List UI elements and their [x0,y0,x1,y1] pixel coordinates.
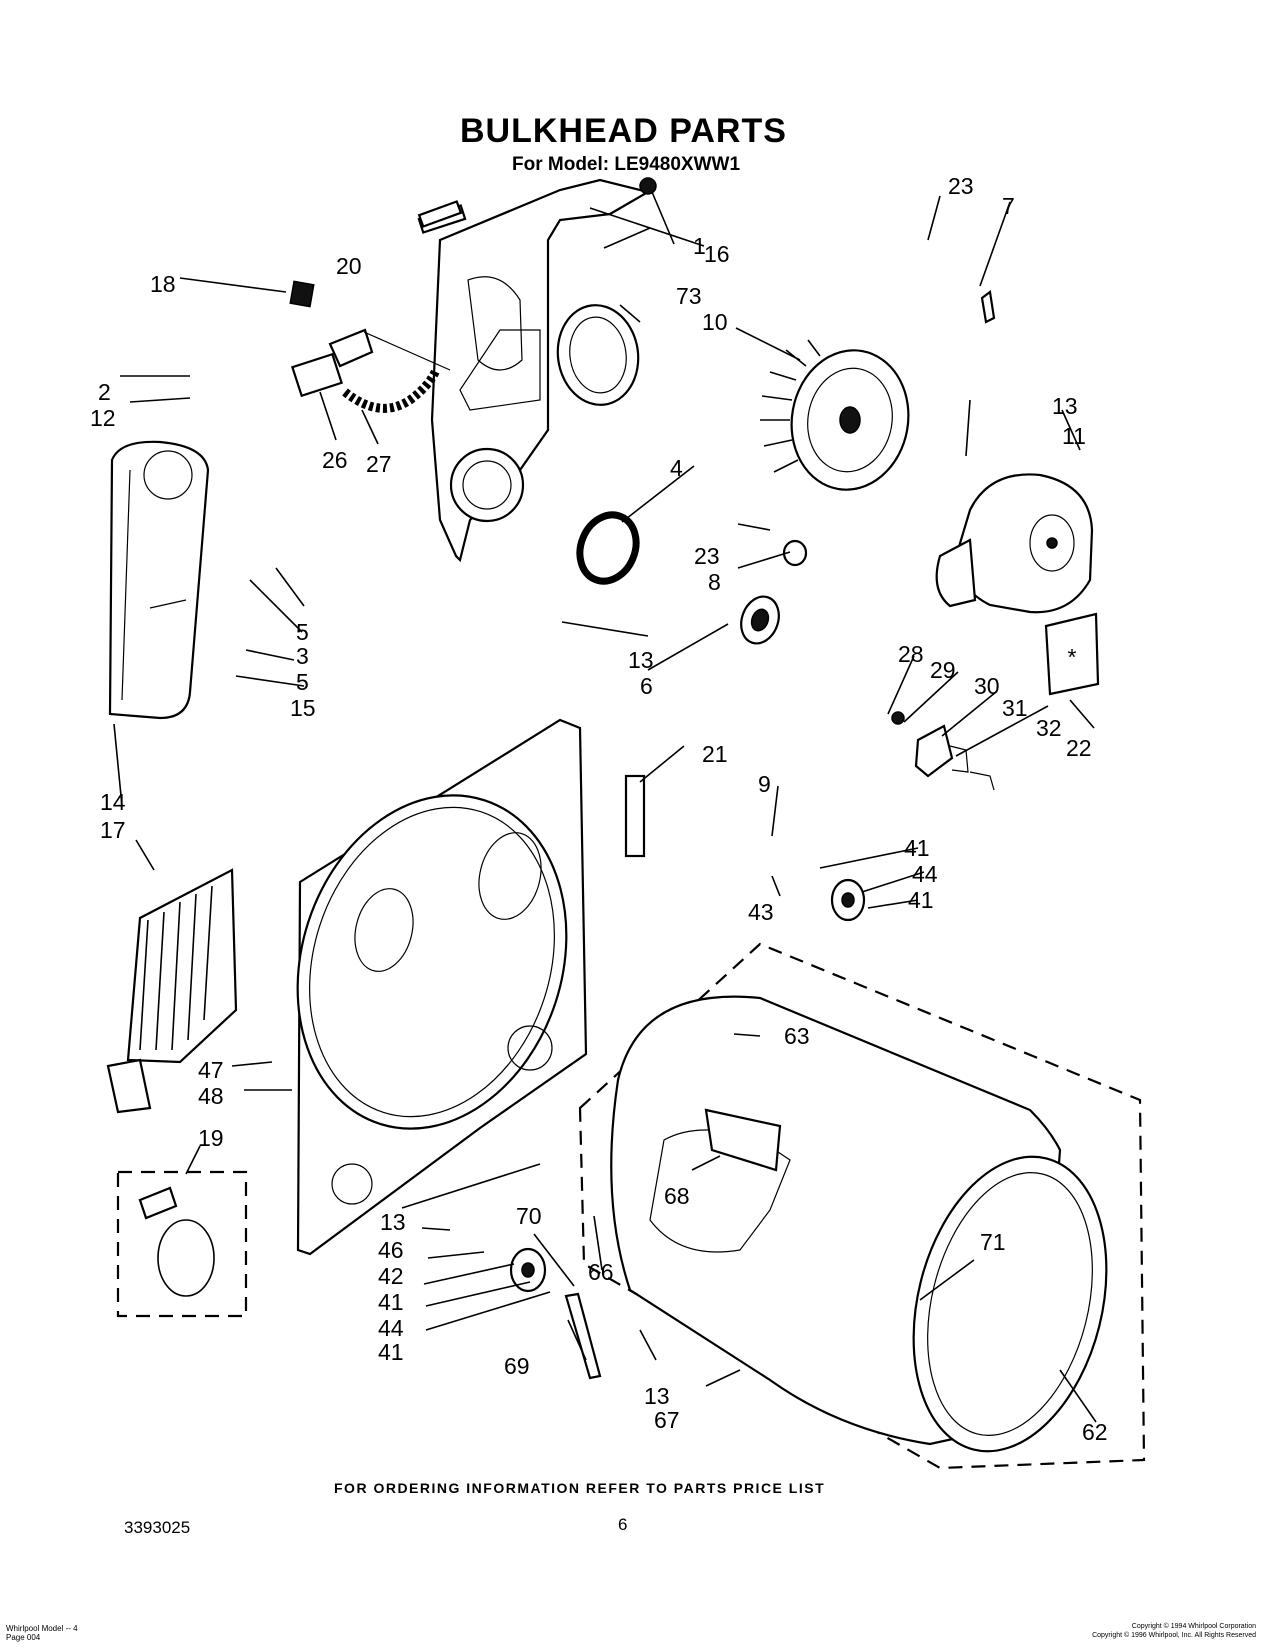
callout-13-middle: 13 [628,647,654,673]
callout-26: 26 [322,447,348,473]
callout-66: 66 [588,1259,614,1285]
callout-41-lower-a: 41 [378,1289,404,1315]
callout-70: 70 [516,1203,542,1229]
callout-17: 17 [100,817,126,843]
callout-13-bottom: 13 [644,1383,670,1409]
callout-67: 67 [654,1407,680,1433]
callout-10: 10 [702,309,728,335]
callout-73: 73 [676,283,702,309]
svg-text:*: * [1068,644,1077,670]
callout-2: 2 [98,379,111,405]
leader-lines [113,191,1097,1423]
bracket-20 [417,200,463,228]
callout-31: 31 [1002,695,1028,721]
seal-ring-73 [556,304,640,406]
callout-47: 47 [198,1057,224,1083]
roller-44-upper [830,878,866,922]
page-number: 6 [618,1515,628,1534]
lint-screen-21 [624,774,646,858]
callout-21: 21 [702,741,728,767]
heater-17 [106,868,238,1114]
callout-20: 20 [336,253,362,279]
callout-7: 7 [1002,193,1015,219]
callout-8: 8 [708,569,721,595]
callout-41-upper-a: 41 [904,835,930,861]
callout-69: 69 [504,1353,530,1379]
callout-23-top: 23 [948,173,974,199]
callout-48: 48 [198,1083,224,1109]
screw-16 [639,177,657,195]
blower-wheel-10 [760,339,910,491]
label-22 [1044,612,1100,696]
roller-44-lower [509,1247,547,1293]
ordering-note: FOR ORDERING INFORMATION REFER TO PARTS … [334,1480,826,1496]
wire-kit-19 [116,1170,248,1318]
callout-28: 28 [898,641,924,667]
callout-19: 19 [198,1125,224,1151]
callout-29: 29 [930,657,956,683]
callout-32: 32 [1036,715,1062,741]
callout-42: 42 [378,1263,404,1289]
callout-46: 46 [378,1237,404,1263]
callout-71: 71 [980,1229,1006,1255]
callout-27: 27 [366,451,392,477]
drum-66 [578,942,1146,1470]
callout-18: 18 [150,271,176,297]
callout-5-lower: 5 [296,669,309,695]
callout-22: 22 [1066,735,1092,761]
callout-labels: 1 2 3 4 5 5 6 7 8 9 10 11 12 13 13 13 13… [90,173,1108,1445]
callout-6: 6 [640,673,653,699]
callout-41-upper-b: 41 [908,887,934,913]
callout-11: 11 [1062,423,1086,449]
idler-bracket-14 [108,440,210,720]
callout-15: 15 [290,695,316,721]
callout-14: 14 [100,789,126,815]
small-print-left: Whirlpool Model -- 4 Page 004 [6,1624,78,1642]
switch-18 [289,280,315,308]
callout-41-lower-b: 41 [378,1339,404,1365]
callout-13-bulkhead: 13 [380,1209,406,1235]
document-number: 3393025 [124,1518,191,1537]
callout-9: 9 [758,771,771,797]
gasket-4 [576,511,640,585]
callout-44-upper: 44 [912,861,938,887]
callout-12: 12 [90,405,116,431]
small-print-right: Copyright © 1994 Whirlpool Corporation C… [1092,1623,1256,1639]
lamp-bracket-30 [891,711,995,791]
callout-16: 16 [704,241,730,267]
callout-3: 3 [296,643,309,669]
thermostat-8 [782,539,808,567]
callout-62: 62 [1082,1419,1108,1445]
page-title: BULKHEAD PARTS [460,112,787,150]
callout-1: 1 [693,233,706,259]
callout-68: 68 [664,1183,690,1209]
callout-4: 4 [670,455,683,481]
blower-housing-11 [935,473,1094,614]
bearing-6 [740,595,780,645]
callout-13-blower: 13 [1052,393,1078,419]
callout-43: 43 [748,899,774,925]
callout-63: 63 [784,1023,810,1049]
callout-23-middle: 23 [694,543,720,569]
clip-7 [980,290,996,324]
front-bulkhead-48 [296,718,588,1256]
callout-30: 30 [974,673,1000,699]
callout-5-upper: 5 [296,619,309,645]
callout-44-lower: 44 [378,1315,404,1341]
harness-26-27 [291,328,451,413]
slide-69 [564,1292,602,1380]
model-subtitle: For Model: LE9480XWW1 [512,154,741,175]
